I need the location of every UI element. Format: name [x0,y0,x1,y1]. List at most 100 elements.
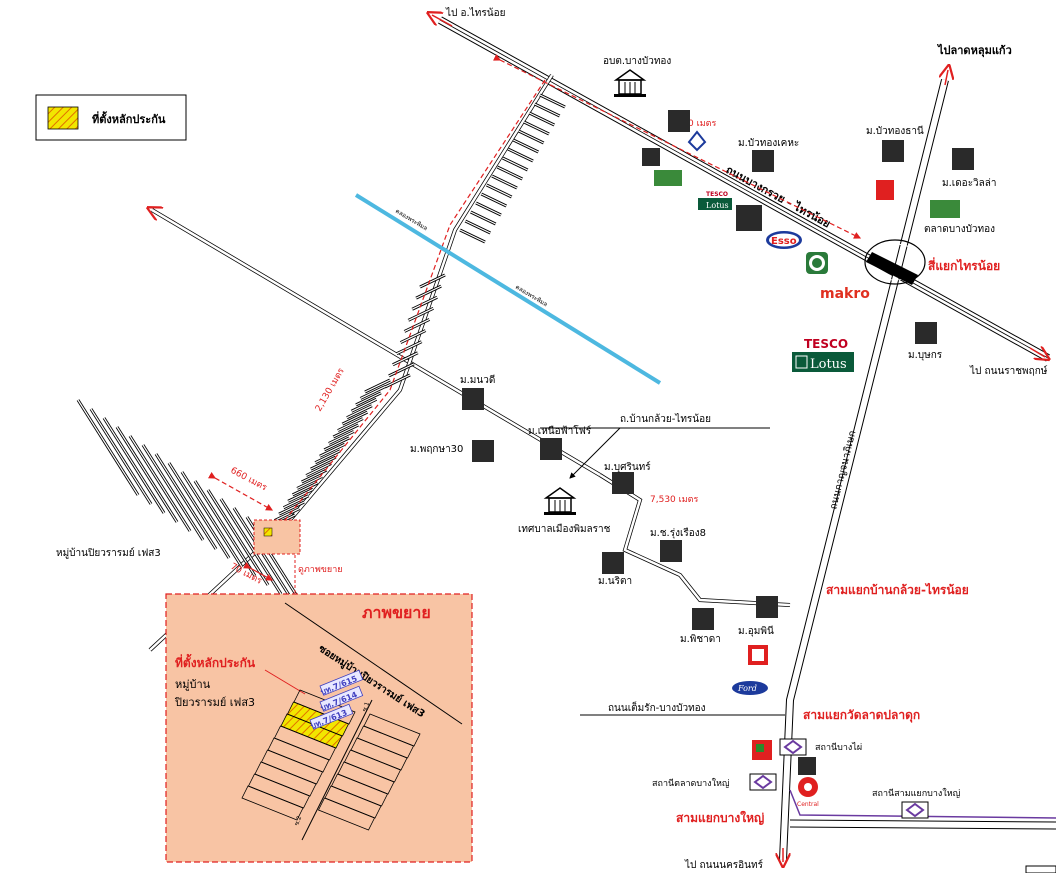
inset-plot [260,749,324,785]
place-piyawarom: หมู่บ้านปิยวรารมย์ เฟส3 [56,547,161,559]
place-rung-rueang: ม.ช.รุ่งเรือง8 [650,527,706,539]
soi-line-inner [518,130,544,144]
tesco-lotus-small-logo: TESCO Lotus [698,191,732,210]
inset-plot [356,725,415,759]
soi-line-inner [181,471,243,568]
inset-plot [280,713,343,749]
soi-line-inner [194,480,256,577]
road-ban-kluai-label: ถ.บ้านกล้วย-ไทรน้อย [540,413,770,479]
soi-line-inner [384,374,411,388]
soi-line-inner [337,418,364,432]
inset-plot [363,713,421,747]
route-distance [208,54,862,595]
distance-660: 660 เมตร [229,466,269,494]
soi-line-inner [419,274,446,288]
legend-label: ที่ตั้งหลักประกัน [92,111,166,126]
soi-line-inner [310,456,336,470]
dir-to-sainoi: ไป อ.ไทรน้อย [445,7,505,19]
soi-line-inner [328,430,355,444]
soi-line-inner [333,424,359,438]
enlarge-title: ภาพขยาย [362,603,431,622]
station-bang-phai-label: สถานีบางไผ่ [815,742,862,753]
soi-line-inner [534,103,560,117]
village-photos [462,110,974,775]
soi-line-inner [475,202,502,216]
makro-text: makro [820,286,870,302]
dir-to-ratchaphruek: ไป ถนนราชพฤกษ์ [969,365,1048,377]
soi-line-inner [287,488,314,502]
inset-plot [324,785,382,819]
canal-phraphimon: คลองพระพิมล คลองพระพิมล [354,193,662,385]
soi-line-inner [90,408,152,505]
soi-line-inner [346,405,373,419]
inset-plot [343,749,402,783]
soi-line-inner [142,444,204,541]
soi-line-inner [388,363,415,377]
place-talat-bang-bua-thong: ตลาดบางบัวทอง [924,224,995,235]
soi-line-inner [470,211,496,225]
collateral-area-highlight [253,519,301,555]
enlarge-village-name: ปิยวรารมย์ เฟส3 [174,696,255,709]
soi-line-inner [283,495,309,509]
place-the-villa: ม.เดอะวิลล่า [942,178,997,189]
soi-line-inner [491,175,518,189]
intersection-wat-lat-pla-duk: สามแยกวัดลาดปลาดุก [803,708,920,723]
inset-soi-2: ซ.2 [293,815,303,827]
road-label-ban-kluai: ถ.บ้านกล้วย-ไทรน้อย [620,413,711,425]
soi-line-inner [278,501,305,515]
road-west-diagonal [150,208,791,607]
tesco-text: TESCO [804,337,848,351]
esso-text: Esso [771,236,797,247]
station-bang-phai: สถานีบางไผ่ [779,738,862,756]
dir-to-nakhon-in: ไป ถนนนครอินทร์ [684,859,764,871]
place-obt: อบต.บางบัวทอง [603,56,671,67]
soi-line-inner [502,157,528,171]
inset-plot [247,773,311,809]
tesco-lotus-logo: TESCO Lotus [792,337,854,372]
inset-plot [330,773,389,807]
inset-road [301,699,373,841]
soi-line-inner [233,507,295,604]
ford-text: Ford [737,684,757,693]
soi-line-inner [301,469,327,483]
road-tem-rak: ถนนเต็มรัก-บางบัวทอง [580,700,785,716]
esso-logo: Esso [766,231,802,249]
soi-line-inner [529,112,555,126]
soi-line-inner [305,463,332,477]
soi-line-inner [364,379,391,393]
soi-line-inner [274,508,300,522]
place-phruksa: ม.พฤกษา30 [410,444,463,455]
place-mannawadee: ม.มนวดี [460,374,495,386]
inset-plot [350,737,408,771]
place-municipality: เทศบาลเมืองพิมลราช [518,523,611,535]
station-talat-bang-yai-label: สถานีตลาดบางใหญ่ [652,778,730,789]
soi-line-inner [481,193,507,207]
dir-to-lat-lum-kaeo: ไปลาดหลุมแก้ว [936,43,1012,58]
soi-line-inner [324,437,350,451]
soi-branches [76,93,566,613]
station-talat-bang-yai: สถานีตลาดบางใหญ่ [652,773,777,791]
station-sam-yaek-bang-yai: สถานีสามแยกบางใหญ่ [872,788,961,819]
intersection-ban-kluai: สามแยกบ้านกล้วย-ไทรน้อย [826,582,969,597]
rail-lines [789,789,1056,830]
soi-line-inner [465,220,491,234]
soi-line-inner [360,385,386,399]
interchange-sainoi [864,239,926,285]
tesco-small-text: TESCO [706,191,728,198]
soi-line-inner [539,94,566,108]
place-phichada: ม.พิชาดา [680,634,721,645]
inset-plot [254,761,317,797]
central-logo: Central [797,777,819,808]
lotus-text: Lotus [810,357,847,372]
station-sam-yaek-bang-yai-label: สถานีสามแยกบางใหญ่ [872,788,961,799]
soi-line-inner [116,426,178,523]
enlarge-village: หมู่บ้าน [175,678,211,691]
soi-line-inner [486,184,512,198]
inset-soi-1: ซ.1 [361,701,371,713]
soi-line-inner [103,417,165,514]
place-umphini: ม.อุมพินี [738,625,774,637]
makro-logo: makro [806,252,870,302]
market-icons [654,130,960,760]
soi-line-inner [396,341,422,355]
isuzu-logo [748,645,768,665]
